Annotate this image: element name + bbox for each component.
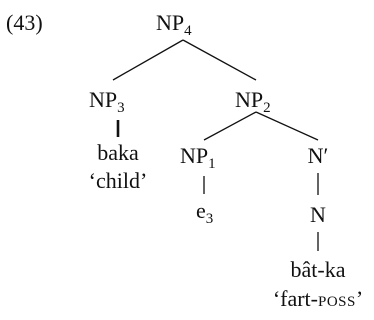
word-batka: bât-ka [291,257,346,282]
node-np3: NP3 [89,87,125,116]
node-e3: e3 [196,198,213,227]
node-np4: NP4 [156,10,192,39]
node-n: N [310,202,326,227]
edge-np2-nbar [255,111,319,141]
node-np2: NP2 [235,87,271,116]
edge-np4-np3 [112,39,184,81]
node-np1: NP1 [180,143,216,172]
edge-np2-np1 [203,111,257,141]
gloss-baka: ‘child’ [89,168,148,193]
example-number: (43) [6,10,43,35]
word-baka: baka [97,140,139,165]
node-nbar: N′ [308,143,329,168]
gloss-batka: ‘fart-poss’ [273,286,363,311]
edge-np4-np2 [182,39,257,81]
